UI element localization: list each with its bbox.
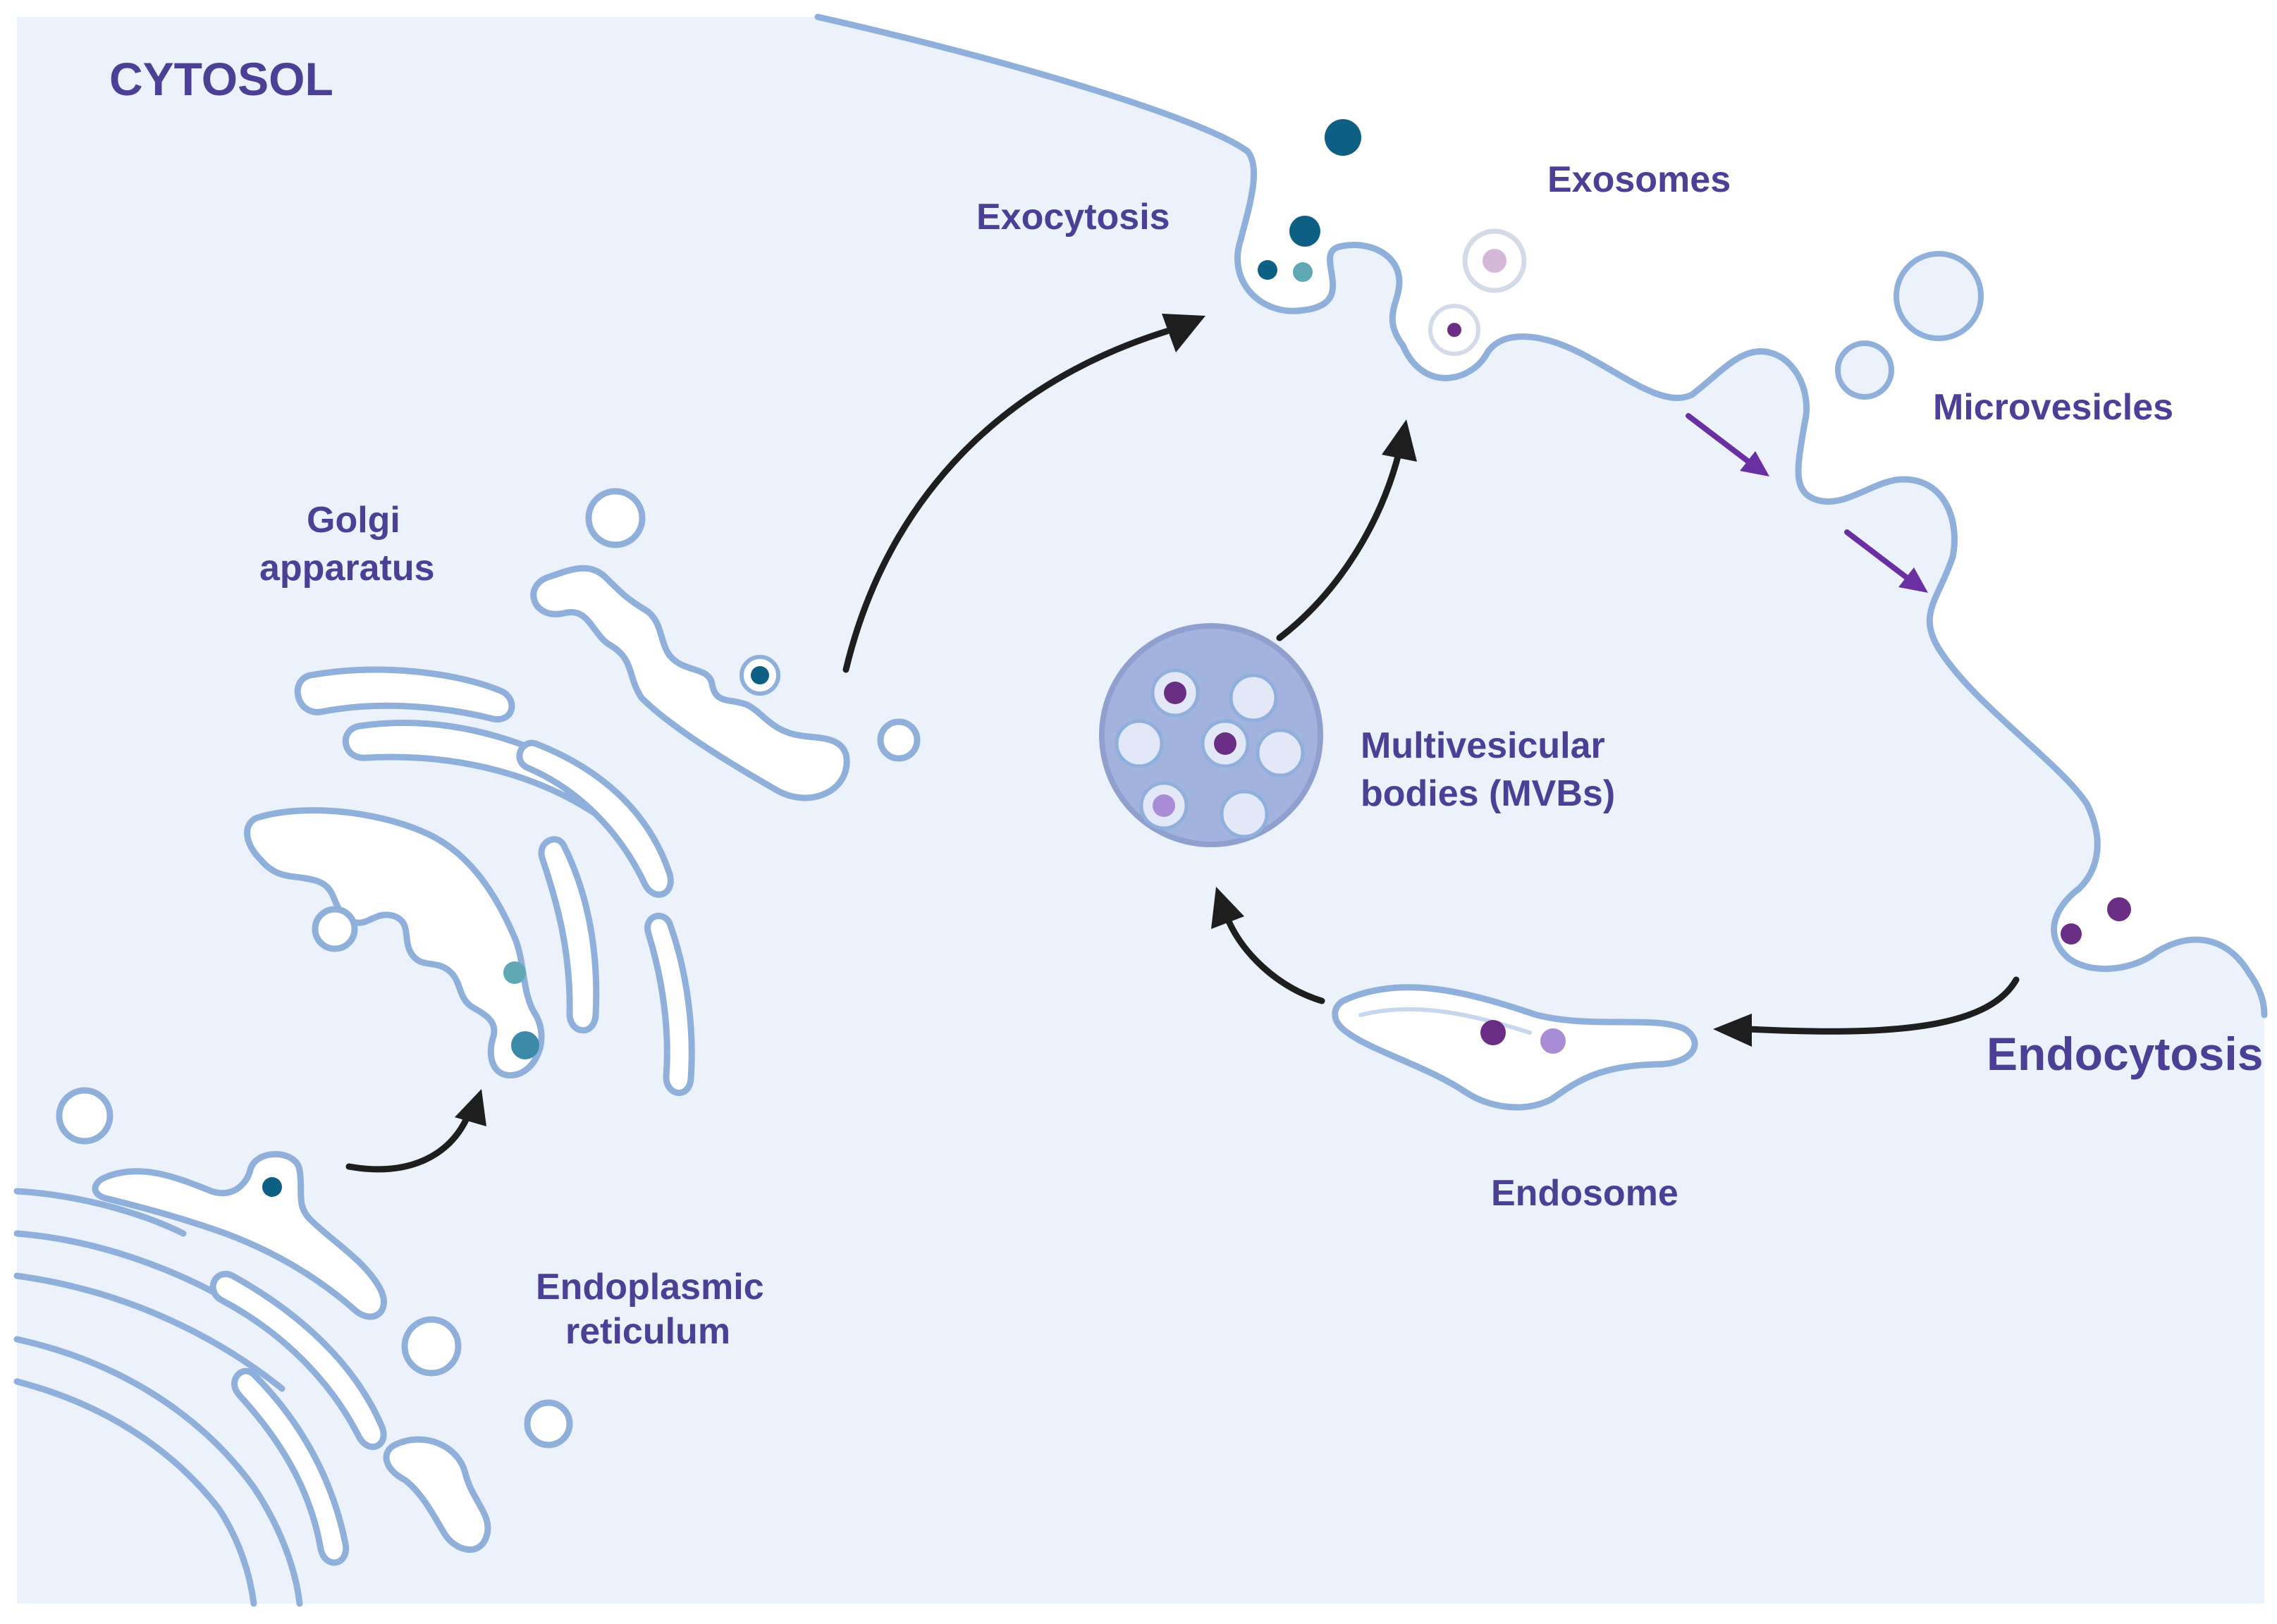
- er-label-line2: reticulum: [565, 1311, 730, 1352]
- microvesicle-release-arrow: [1686, 413, 1769, 476]
- exosomes-label: Exosomes: [1547, 159, 1731, 200]
- arrow-endocytosis-to-endosome: [1713, 976, 2020, 1047]
- arrow-mvb-to-exosome-release: [1276, 419, 1417, 641]
- exocytosis-cargo-light: [1293, 262, 1313, 282]
- arrow-endosome-to-mvb: [1211, 887, 1325, 1004]
- endosome-label: Endosome: [1491, 1173, 1678, 1214]
- er-label-line1: Endoplasmic: [536, 1267, 764, 1308]
- cytosol-label: CYTOSOL: [109, 53, 333, 105]
- arrow-er-to-golgi: [345, 1089, 486, 1173]
- golgi-label-line2: apparatus: [259, 548, 435, 589]
- golgi-label-line1: Golgi: [307, 500, 400, 541]
- mvb-label-line1: Multivesicular: [1361, 725, 1605, 766]
- exosome: [1428, 304, 1480, 356]
- arrow-golgi-to-exocytosis: [842, 314, 1205, 673]
- mvb-label-line2: bodies (MVBs): [1361, 773, 1615, 814]
- endoplasmic-reticulum: [13, 1087, 573, 1607]
- golgi-apparatus: [244, 488, 921, 1096]
- plasma-membrane: [814, 13, 2268, 1019]
- endosome-cargo: [1480, 1020, 1506, 1045]
- exosome: [1462, 228, 1527, 293]
- microvesicle-release-arrow: [1844, 529, 1928, 593]
- endosome-cargo: [1540, 1028, 1566, 1054]
- released-vesicle-dark: [1325, 119, 1361, 156]
- endocytosis-cargo: [2107, 897, 2131, 921]
- endosome-inner-membrane: [1358, 1007, 1532, 1035]
- endocytosis-label: Endocytosis: [1987, 1028, 2263, 1080]
- microvesicle-small: [1835, 340, 1894, 400]
- exocytosis-label: Exocytosis: [976, 197, 1170, 238]
- exocytosis-cargo-small: [1258, 260, 1277, 280]
- endosome: [1332, 984, 1698, 1111]
- microvesicles-label: Microvesicles: [1933, 387, 2173, 428]
- microvesicle-large: [1894, 251, 1984, 341]
- exocytosis-cargo-dark: [1289, 216, 1320, 247]
- multivesicular-body: [1099, 623, 1323, 847]
- endocytosis-cargo: [2061, 923, 2082, 945]
